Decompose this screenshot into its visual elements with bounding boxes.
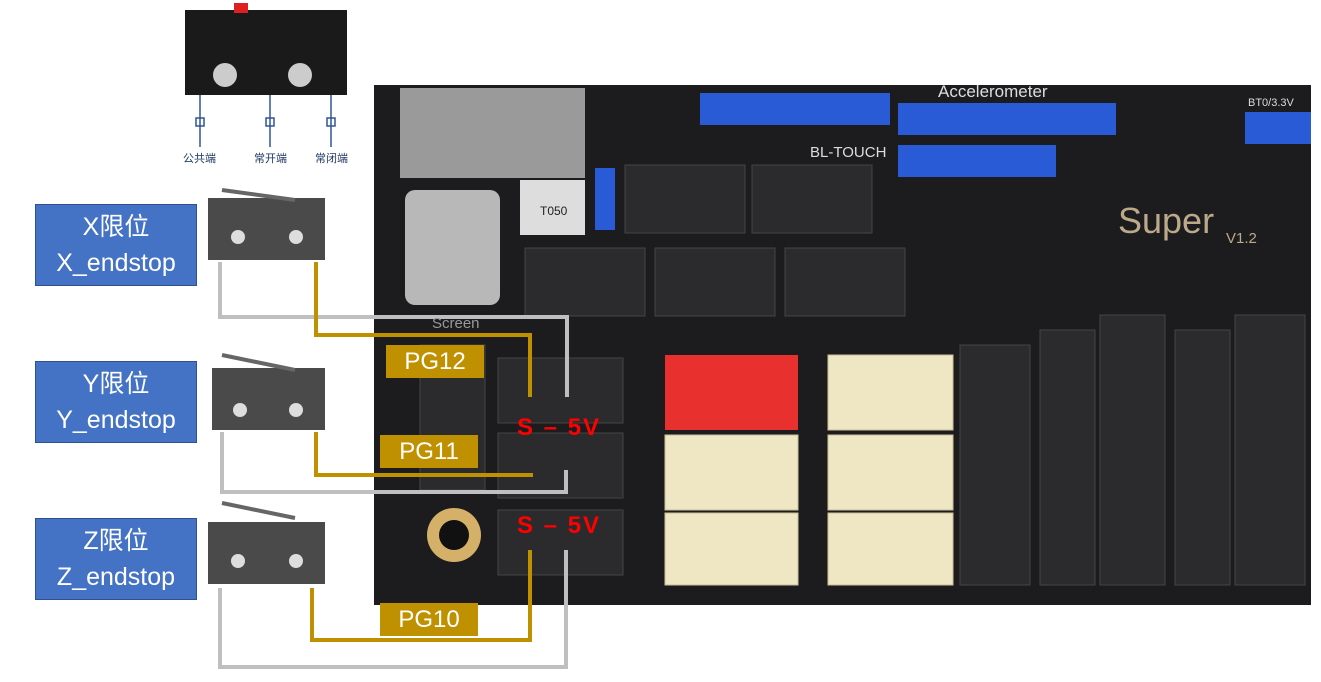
- cream-connectors: [664, 354, 954, 586]
- brand-label: Super: [1118, 200, 1214, 241]
- pin-headers-blue: [595, 93, 1311, 230]
- z-label-en: Z_endstop: [56, 563, 176, 591]
- black-connectors: [419, 164, 1306, 586]
- red-connector: [665, 355, 798, 430]
- sd-slot: [400, 88, 585, 178]
- microswitch-diagram: [185, 10, 347, 95]
- pin-label-normally-closed: 常闭端: [315, 153, 348, 165]
- z-endstop-label: Z限位 Z_endstop: [35, 518, 197, 600]
- ground-wires: [218, 262, 569, 669]
- x-label-en: X_endstop: [56, 249, 176, 277]
- signal-wires: [310, 262, 533, 642]
- pin-label-normally-open: 常开端: [254, 153, 287, 165]
- pin-label-common: 公共端: [183, 153, 216, 165]
- endstop-switches: [208, 198, 325, 584]
- y-endstop-label: Y限位 Y_endstop: [35, 361, 197, 443]
- fuse-label: T050: [540, 204, 568, 218]
- screen-label: Screen: [432, 315, 480, 332]
- pin-pg12: PG12: [386, 345, 484, 378]
- bltouch-label: BL-TOUCH: [810, 144, 886, 161]
- x-endstop-label: X限位 X_endstop: [35, 204, 197, 286]
- boot-label: BT0/3.3V: [1248, 97, 1295, 109]
- version-label: V1.2: [1226, 230, 1257, 247]
- pin-pg10: PG10: [380, 603, 478, 636]
- x-label-cn: X限位: [82, 213, 150, 241]
- usb-c-port: [405, 190, 500, 305]
- accelerometer-label: Accelerometer: [938, 82, 1048, 101]
- connector-marking-z: S – 5V: [517, 512, 602, 539]
- connector-marking-y: S – 5V: [517, 414, 602, 441]
- pin-pg11: PG11: [380, 435, 478, 468]
- y-label-cn: Y限位: [82, 370, 150, 398]
- z-label-cn: Z限位: [83, 527, 149, 555]
- y-label-en: Y_endstop: [56, 406, 176, 434]
